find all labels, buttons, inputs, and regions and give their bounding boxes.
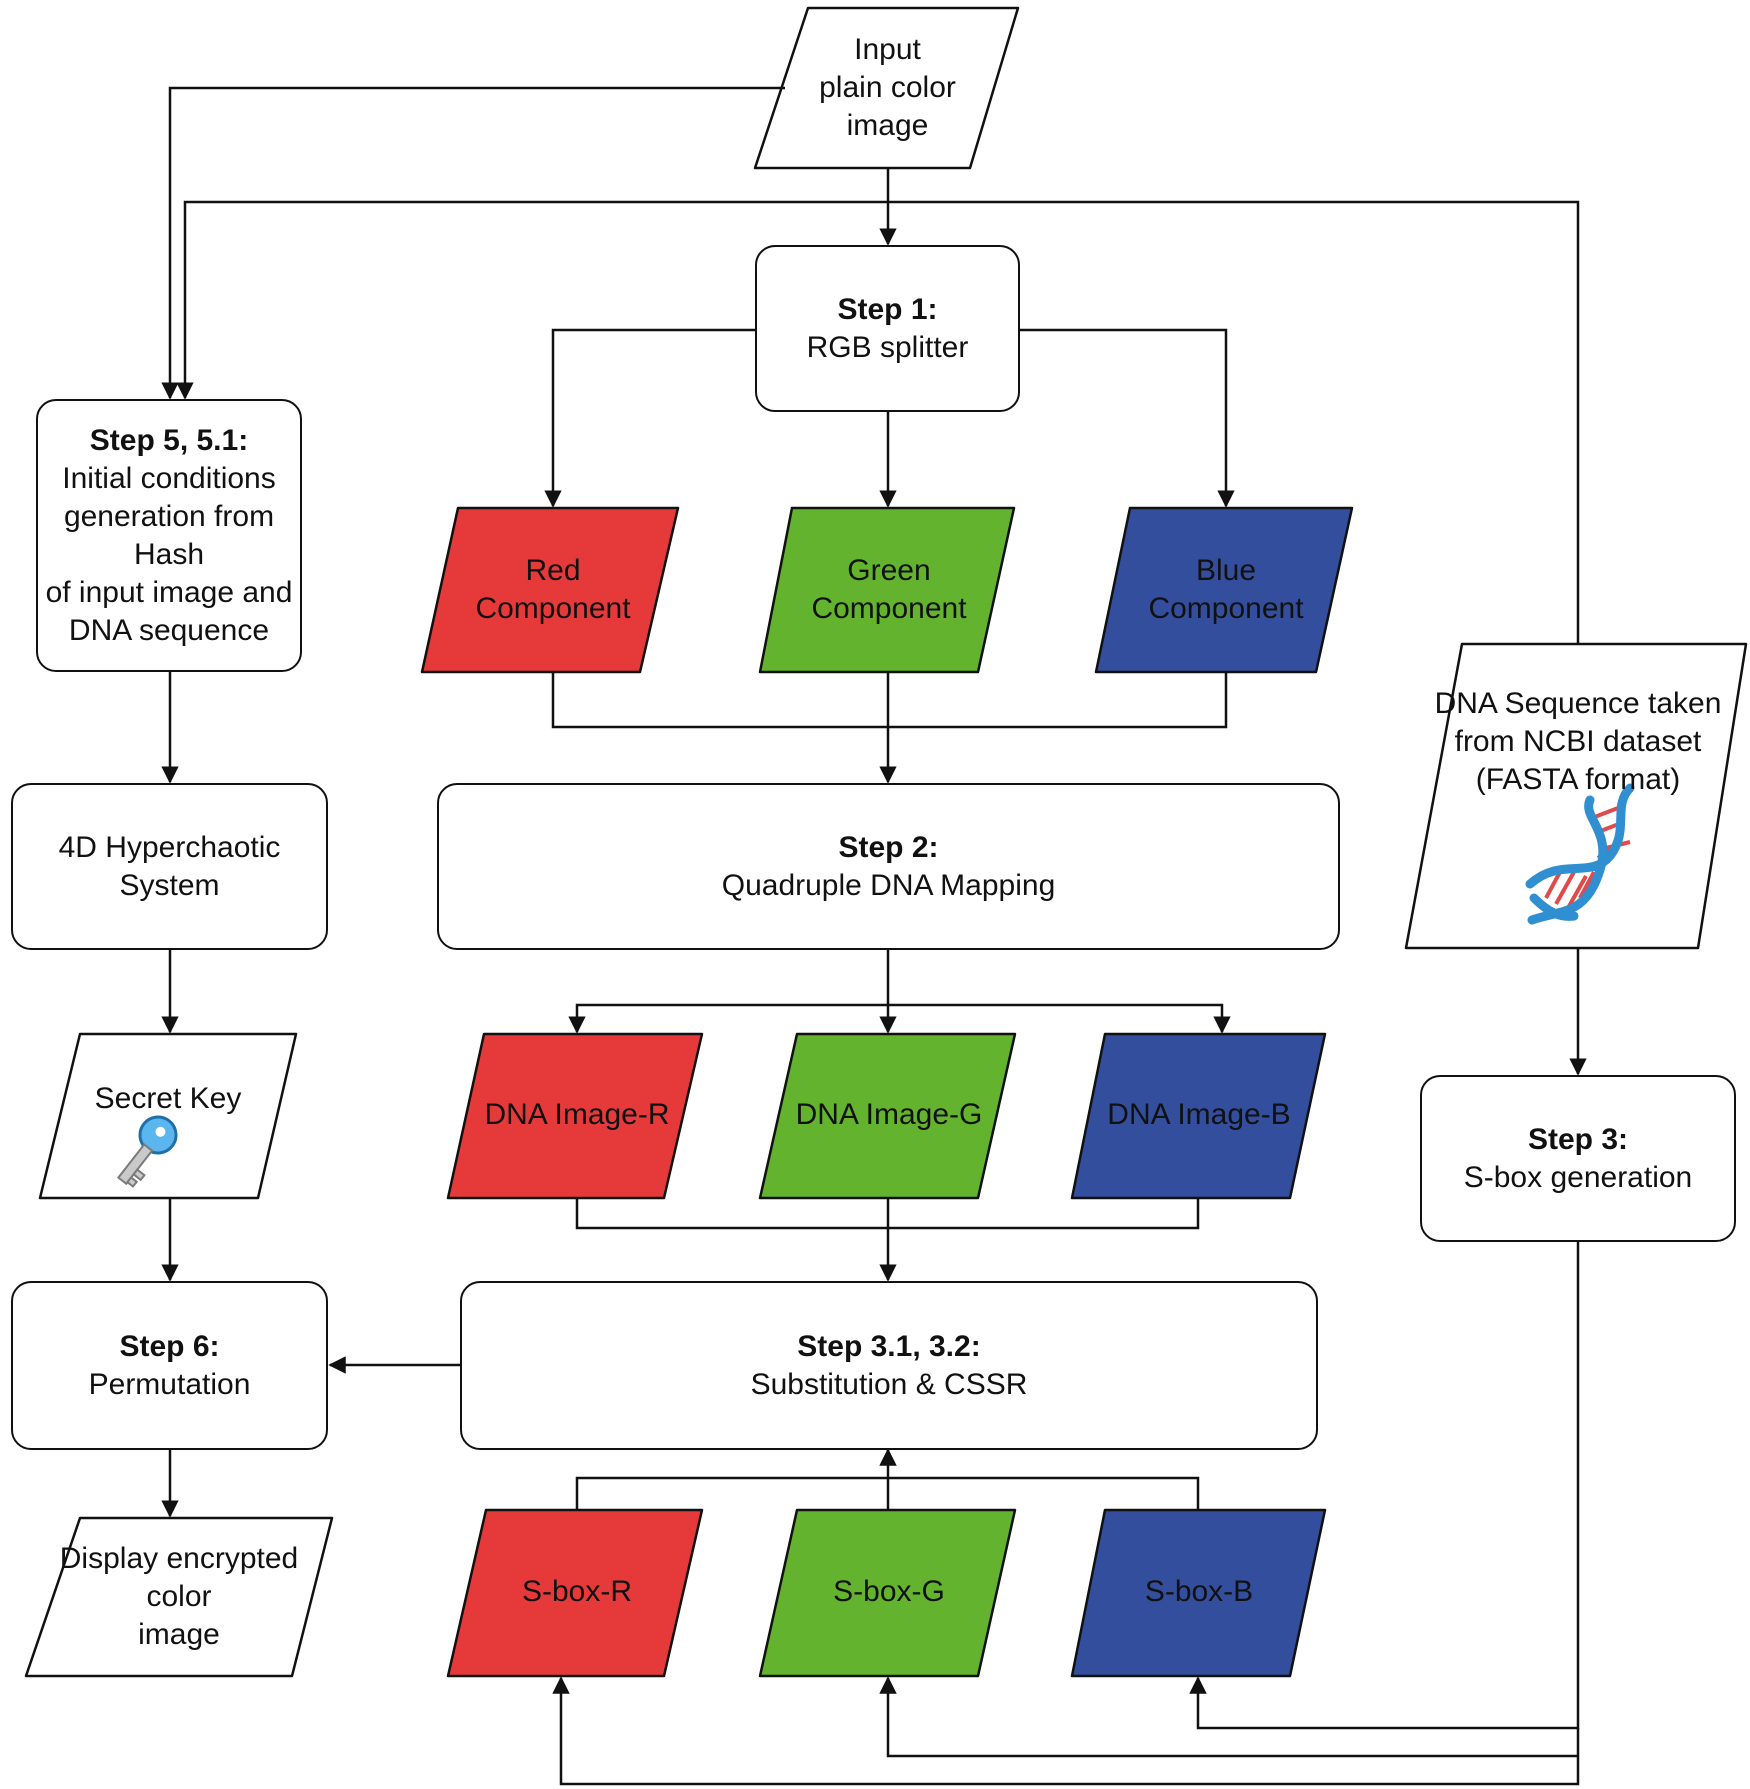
edge-step2-r [568, 1003, 888, 1034]
red-component-shape [420, 506, 680, 674]
sbox-g: S-box-G [778, 1516, 1000, 1668]
dna-image-r: DNA Image-R [466, 1040, 688, 1190]
step3-title: Step 3: [1527, 1122, 1629, 1156]
step3-text: S-box generation [1463, 1160, 1693, 1194]
red-line-1: Red [525, 554, 581, 587]
display-encrypted-image: Display encrypted color image [36, 1524, 322, 1670]
step1-box: Step 1: RGB splitter [755, 245, 1020, 412]
dna-seq-line-1: DNA Sequence taken [1434, 687, 1722, 720]
sbox-b: S-box-B [1088, 1516, 1310, 1668]
edge-step3-sbox-r [552, 1676, 1580, 1786]
dna-image-b-text: DNA Image-B [1107, 1098, 1291, 1131]
step1-title: Step 1: [837, 292, 938, 326]
step5-line-3: of input image and [45, 575, 293, 609]
step2-title: Step 2: [838, 830, 939, 864]
blue-component-shape [1094, 506, 1354, 674]
key-icon [116, 1115, 178, 1188]
secret-key-shape [38, 1032, 298, 1200]
shapes [24, 6, 1748, 1678]
red-component: Red Component [440, 515, 666, 665]
green-component: Green Component [776, 515, 1002, 665]
blue-line-1: Blue [1195, 554, 1257, 587]
secret-key: Secret Key [66, 1076, 270, 1122]
input-line-3: image [846, 109, 929, 142]
step2-box: Step 2: Quadruple DNA Mapping [437, 783, 1340, 950]
edge-components-merge [551, 672, 1228, 729]
step1-text: RGB splitter [806, 330, 969, 364]
sbox-r-shape [446, 1508, 704, 1678]
sbox-b-shape [1070, 1508, 1327, 1678]
input-line-1: Input [854, 33, 921, 66]
connectors [161, 86, 1587, 1786]
display-line-2: color [146, 1580, 212, 1613]
blue-component: Blue Component [1113, 515, 1339, 665]
sbox-g-shape [758, 1508, 1017, 1678]
dna-image-g-shape [758, 1032, 1017, 1200]
step5-line-4: DNA sequence [68, 613, 270, 647]
sbox-g-text: S-box-G [833, 1575, 945, 1608]
red-line-2: Component [475, 592, 631, 625]
green-component-shape [758, 506, 1016, 674]
dna-seq-line-2: from NCBI dataset [1454, 725, 1702, 758]
edge-step3-sbox-g [879, 1676, 1578, 1758]
step5-title: Step 5, 5.1: [89, 423, 249, 457]
display-line-1: Display encrypted [59, 1542, 299, 1575]
hyperchaotic-text: 4D Hyperchaotic System [58, 830, 281, 902]
blue-line-2: Component [1148, 592, 1304, 625]
step31-text: Substitution & CSSR [750, 1367, 1028, 1401]
step31-box: Step 3.1, 3.2: Substitution & CSSR [460, 1281, 1318, 1450]
step6-title: Step 6: [119, 1329, 220, 1363]
dna-image-r-shape [446, 1032, 704, 1200]
hyperchaotic-box: 4D Hyperchaotic System [11, 783, 328, 950]
input-image: Input plain color image [780, 16, 995, 160]
edge-step3-sbox-b [1189, 1242, 1580, 1730]
edge-input-step5 [161, 86, 785, 400]
dna-image-b-shape [1070, 1032, 1327, 1200]
step6-box: Step 6: Permutation [11, 1281, 328, 1450]
sbox-r-text: S-box-R [521, 1575, 633, 1608]
step5-line-1: Initial conditions [62, 461, 276, 495]
dna-image-g: DNA Image-G [778, 1040, 1000, 1190]
sbox-b-text: S-box-B [1144, 1575, 1254, 1608]
edge-step2-b [888, 1003, 1231, 1034]
edge-dna-step5 [176, 200, 1580, 644]
step6-text: Permutation [88, 1367, 251, 1401]
input-image-shape [753, 6, 1020, 170]
dna-image-b: DNA Image-B [1088, 1040, 1310, 1190]
step31-title: Step 3.1, 3.2: [797, 1329, 981, 1363]
green-line-2: Component [811, 592, 967, 625]
secret-key-text: Secret Key [94, 1082, 242, 1115]
input-line-2: plain color [819, 71, 956, 104]
sbox-r: S-box-R [466, 1516, 688, 1668]
display-line-3: image [138, 1618, 220, 1651]
dna-helix-icon [1525, 783, 1635, 925]
dna-seq-line-3: (FASTA format) [1475, 763, 1681, 796]
green-line-1: Green [847, 554, 931, 587]
dna-image-g-text: DNA Image-G [795, 1098, 983, 1131]
step3-box: Step 3: S-box generation [1420, 1075, 1736, 1242]
display-shape [24, 1516, 334, 1678]
edge-step1-red [544, 328, 755, 508]
step5-line-2: generation from Hash [63, 499, 275, 571]
edge-step1-blue [1020, 328, 1235, 508]
dna-sequence: DNA Sequence taken from NCBI dataset (FA… [1430, 682, 1726, 802]
dna-image-r-text: DNA Image-R [484, 1098, 670, 1131]
step2-text: Quadruple DNA Mapping [721, 868, 1056, 902]
dna-sequence-shape [1404, 642, 1748, 950]
step5-box: Step 5, 5.1: Initial conditions generati… [36, 399, 302, 672]
